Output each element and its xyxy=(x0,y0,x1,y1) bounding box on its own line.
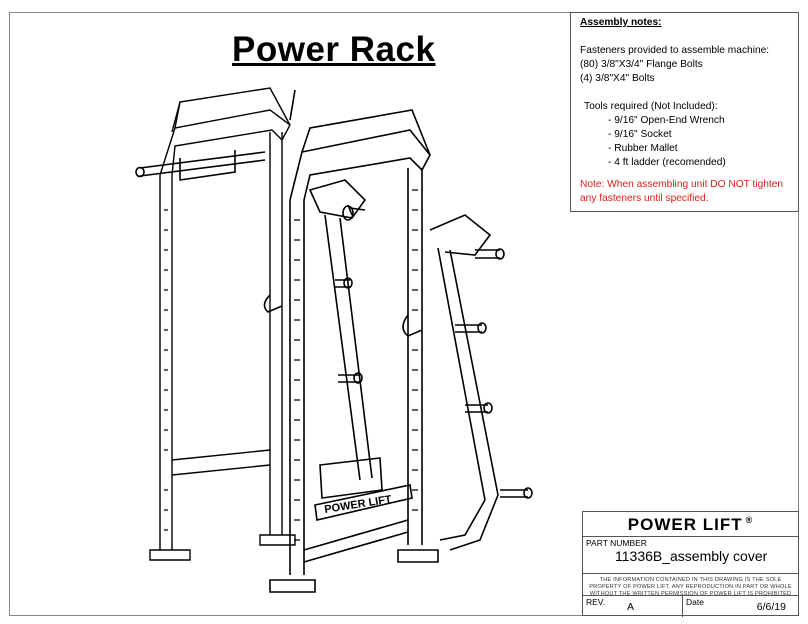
date-label: Date xyxy=(686,597,704,607)
side-plate-tree xyxy=(429,214,533,551)
pull-up-bar xyxy=(135,150,266,181)
date-cell: Date 6/6/19 xyxy=(683,596,800,617)
fastener-item: (80) 3/8"X3/4" Flange Bolts xyxy=(580,59,703,70)
tool-item: - 9/16" Socket xyxy=(608,129,672,140)
page-title: Power Rack xyxy=(232,30,436,69)
j-hooks xyxy=(263,294,423,337)
assembly-notes-box: Assembly notes: Fasteners provided to as… xyxy=(570,12,799,212)
part-number-label: PART NUMBER xyxy=(586,538,647,548)
warning-note: Note: When assembling unit DO NOT tighte… xyxy=(580,179,784,204)
tool-item: - 9/16" Open-End Wrench xyxy=(608,115,725,126)
center-plate-tree xyxy=(308,179,383,499)
fasteners-heading: Fasteners provided to assemble machine: xyxy=(580,45,770,56)
date-value: 6/6/19 xyxy=(756,601,786,613)
tool-item: - 4 ft ladder (recomended) xyxy=(608,157,726,168)
title-block-brand: POWER LIFT® xyxy=(583,512,798,537)
upright-holes xyxy=(164,189,418,541)
tools-heading: Tools required (Not Included): xyxy=(584,101,718,112)
revision-label: REV. xyxy=(586,597,606,607)
part-number-cell: PART NUMBER 11336B_assembly cover xyxy=(583,537,798,574)
disclaimer-text: THE INFORMATION CONTAINED IN THIS DRAWIN… xyxy=(583,574,798,597)
registered-mark: ® xyxy=(745,515,754,526)
power-rack-illustration: POWER LIFT xyxy=(135,87,533,593)
revision-cell: REV. A xyxy=(583,596,683,617)
revision-value: A xyxy=(627,601,635,613)
title-block: POWER LIFT® PART NUMBER 11336B_assembly … xyxy=(582,511,800,617)
front-frame xyxy=(269,89,439,593)
tools-list: - 9/16" Open-End Wrench - 9/16" Socket -… xyxy=(580,114,798,170)
rear-frame xyxy=(149,87,296,561)
notes-heading: Assembly notes: xyxy=(580,17,662,28)
fastener-item: (4) 3/8"X4" Bolts xyxy=(580,73,655,84)
tool-item: - Rubber Mallet xyxy=(608,143,678,154)
drawing-frame xyxy=(9,12,799,616)
part-number-value: 11336B_assembly cover xyxy=(615,548,768,564)
base-crossbar: POWER LIFT xyxy=(314,484,413,521)
